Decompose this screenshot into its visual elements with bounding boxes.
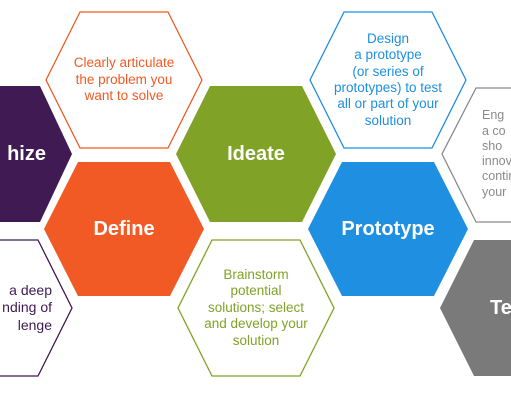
- prototype-label: Prototype: [341, 217, 435, 240]
- empathize-hexagon: [0, 86, 72, 222]
- empathize-label: hize: [7, 142, 46, 165]
- ideate-hexagon: [176, 86, 336, 222]
- prototype-hexagon: [308, 162, 468, 296]
- prototype-description-hexagon: [309, 11, 467, 149]
- prototype-description: Design a prototype (or series of prototy…: [333, 30, 443, 128]
- test-label: Te: [490, 296, 511, 319]
- define-hexagon: [44, 162, 204, 296]
- test-hexagon: [440, 240, 511, 376]
- test-description: Eng a co sho innovatio continua your: [482, 108, 511, 199]
- empathize-description: a deep nding of lenge: [2, 282, 52, 333]
- define-description: Clearly articulate the problem you want …: [73, 55, 175, 104]
- empathize-description-hexagon: [0, 239, 73, 377]
- ideate-description: Brainstorm potential solutions; select a…: [204, 266, 308, 348]
- define-description-hexagon: [45, 11, 203, 149]
- ideate-label: Ideate: [227, 142, 285, 165]
- define-label: Define: [93, 217, 155, 240]
- test-description-hexagon: [441, 87, 511, 223]
- ideate-description-hexagon: [177, 239, 335, 377]
